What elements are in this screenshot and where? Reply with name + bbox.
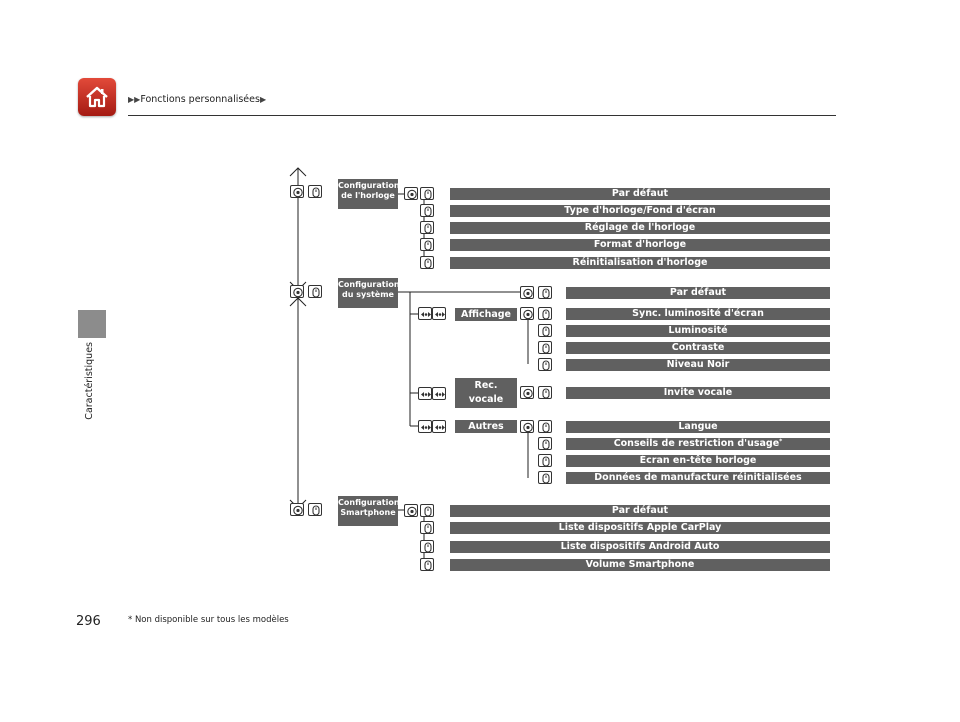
breadcrumb[interactable]: ▶▶Fonctions personnalisées▶ (128, 94, 266, 105)
page-number: 296 (76, 614, 101, 629)
menu-button-icon (520, 286, 534, 299)
select-dial-icon (538, 324, 552, 337)
item-sync-luminosite[interactable]: Sync. luminosité d'écran (566, 308, 830, 320)
menu-button-icon (404, 187, 418, 200)
item-android-auto[interactable]: Liste dispositifs Android Auto (450, 541, 830, 553)
select-dial-icon (538, 471, 552, 484)
select-dial-icon (538, 358, 552, 371)
item-invite-vocale[interactable]: Invite vocale (566, 387, 830, 399)
category-horloge[interactable]: Configuration de l'horloge (338, 179, 400, 209)
select-dial-icon (538, 341, 552, 354)
home-button[interactable] (78, 78, 116, 116)
item-reinit-horloge[interactable]: Réinitialisation d'horloge (450, 257, 830, 269)
scroll-dial-icon (432, 387, 446, 400)
scroll-dial-icon (418, 387, 432, 400)
select-dial-icon (420, 504, 434, 517)
breadcrumb-arrow-icon: ▶ (128, 95, 135, 104)
breadcrumb-label: Fonctions personnalisées (140, 94, 260, 105)
menu-button-icon (404, 504, 418, 517)
scroll-dial-icon (432, 307, 446, 320)
item-horloge-defaut[interactable]: Par défaut (450, 188, 830, 200)
menu-button-icon (290, 285, 304, 298)
select-dial-icon (538, 420, 552, 433)
item-reglage-horloge[interactable]: Réglage de l'horloge (450, 222, 830, 234)
item-luminosite[interactable]: Luminosité (566, 325, 830, 337)
select-dial-icon (538, 437, 552, 450)
item-niveau-noir[interactable]: Niveau Noir (566, 359, 830, 371)
category-systeme[interactable]: Configurations du système (338, 278, 404, 308)
item-systeme-defaut[interactable]: Par défaut (566, 287, 830, 299)
select-dial-icon (420, 221, 434, 234)
menu-button-icon (520, 307, 534, 320)
select-dial-icon (308, 285, 322, 298)
select-dial-icon (420, 540, 434, 553)
item-type-horloge[interactable]: Type d'horloge/Fond d'écran (450, 205, 830, 217)
select-dial-icon (420, 187, 434, 200)
menu-button-icon (520, 386, 534, 399)
select-dial-icon (308, 185, 322, 198)
select-dial-icon (420, 521, 434, 534)
item-volume-smartphone[interactable]: Volume Smartphone (450, 559, 830, 571)
item-ecran-entete[interactable]: Écran en-tête horloge (566, 455, 830, 467)
category-smartphone[interactable]: Configurations Smartphone (338, 496, 404, 526)
subcategory-affichage[interactable]: Affichage (455, 308, 517, 321)
select-dial-icon (420, 256, 434, 269)
footnote-marker: * (779, 438, 783, 445)
item-contraste[interactable]: Contraste (566, 342, 830, 354)
menu-button-icon (520, 420, 534, 433)
breadcrumb-arrow-icon: ▶ (259, 95, 267, 104)
item-apple-carplay[interactable]: Liste dispositifs Apple CarPlay (450, 522, 830, 534)
menu-button-icon (290, 503, 304, 516)
item-conseils-restriction[interactable]: Conseils de restriction d'usage* (566, 438, 830, 450)
scroll-dial-icon (418, 307, 432, 320)
select-dial-icon (538, 307, 552, 320)
scroll-dial-icon (418, 420, 432, 433)
select-dial-icon (538, 286, 552, 299)
home-icon (86, 86, 108, 108)
select-dial-icon (308, 503, 322, 516)
scroll-dial-icon (432, 420, 446, 433)
breadcrumb-arrow-icon: ▶ (134, 95, 141, 104)
select-dial-icon (420, 204, 434, 217)
item-langue[interactable]: Langue (566, 421, 830, 433)
item-format-horloge[interactable]: Format d'horloge (450, 239, 830, 251)
select-dial-icon (420, 558, 434, 571)
menu-button-icon (290, 185, 304, 198)
item-smartphone-defaut[interactable]: Par défaut (450, 505, 830, 517)
subcategory-autres[interactable]: Autres (455, 420, 517, 433)
item-donnees-manufacture[interactable]: Données de manufacture réinitialisées (566, 472, 830, 484)
item-conseils-label: Conseils de restriction d'usage (613, 438, 780, 449)
section-tab[interactable] (78, 310, 106, 338)
select-dial-icon (538, 454, 552, 467)
subcategory-rec-vocale[interactable]: Rec. vocale (455, 378, 517, 408)
header-rule (128, 115, 836, 116)
footnote: * Non disponible sur tous les modèles (128, 615, 289, 625)
select-dial-icon (538, 386, 552, 399)
select-dial-icon (420, 238, 434, 251)
